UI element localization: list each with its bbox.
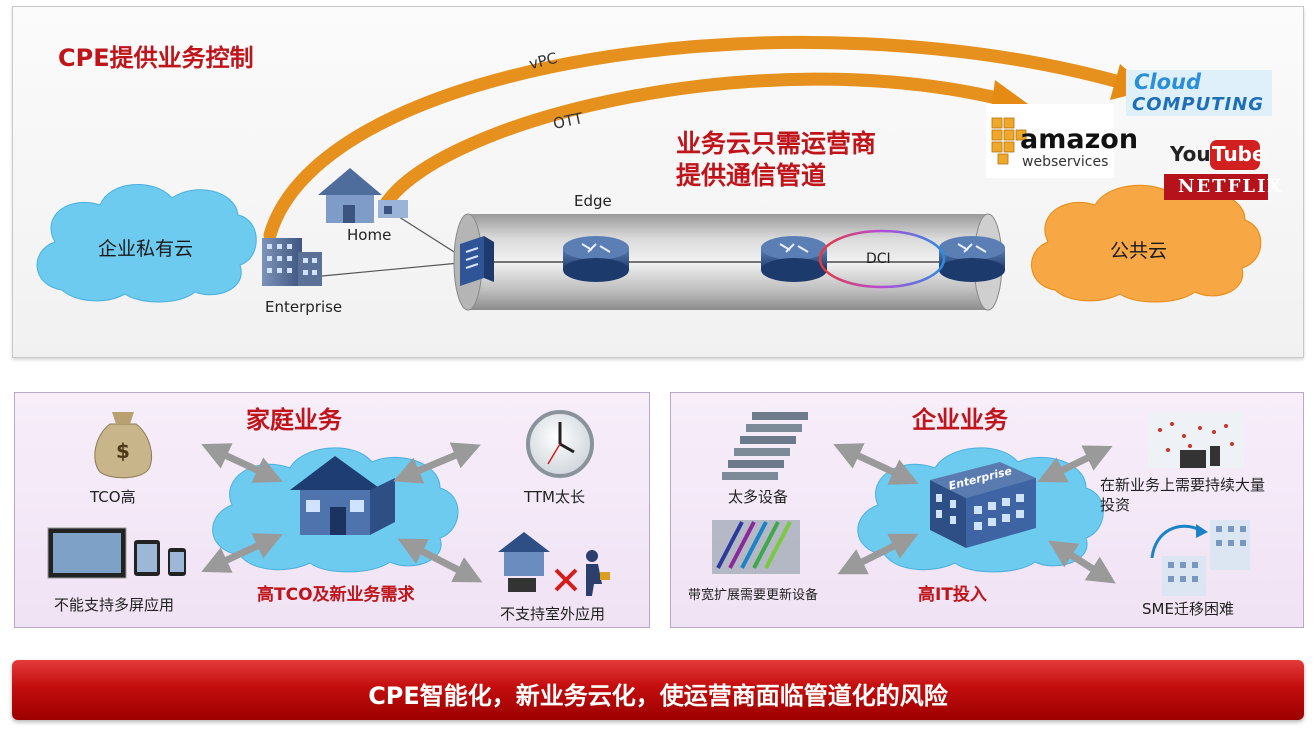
amazon-logo (986, 104, 1114, 178)
bandwidth-cables-icon (712, 520, 800, 574)
dci-label: DCI (866, 251, 891, 267)
youtube-logo-text-2: Tube (1212, 142, 1266, 166)
multi-screen-devices-icon (47, 527, 186, 579)
outdoor-scene-icon (498, 532, 610, 596)
private-cloud-label: 企业私有云 (98, 238, 194, 260)
home-arrows (201, 442, 483, 583)
private-cloud (36, 184, 257, 303)
stacked-devices-icon (722, 412, 808, 480)
bottom-banner (12, 660, 1304, 720)
router-icon-2 (761, 236, 827, 282)
outdoor-label: 不支持室外应用 (500, 605, 606, 623)
multiscreen-label: 不能支持多屏应用 (54, 596, 175, 614)
dci-ring (818, 229, 946, 289)
sme-label: SME迁移困难 (1142, 600, 1234, 618)
amazon-webservices-text: webservices (1022, 154, 1109, 170)
home-house-icon (290, 456, 395, 535)
edge-label: Edge (574, 192, 612, 210)
cloud-logo-text-2: COMPUTING (1132, 94, 1265, 115)
invest-label-line1: 在新业务上需要持续大量 (1100, 476, 1266, 494)
enterprise-panel-title: 企业业务 (912, 406, 1008, 434)
slogan-line-2: 提供通信管道 (676, 161, 827, 190)
amazon-logo-text: amazon (1020, 124, 1139, 155)
home-panel-title: 家庭业务 (246, 406, 342, 434)
cloud-computing-logo (1126, 70, 1272, 116)
top-title: CPE提供业务控制 (58, 44, 254, 72)
router-icon-1 (563, 236, 629, 282)
banner-text: CPE智能化，新业务云化，使运营商面临管道化的风险 (368, 682, 948, 710)
youtube-logo-text-1: You (1170, 142, 1211, 166)
ttm-label: TTM太长 (524, 488, 586, 506)
cloud-logo-text-1: Cloud (1134, 70, 1202, 94)
enterprise-arrows (833, 443, 1116, 584)
enterprise-hq-building-icon (930, 462, 1036, 548)
invest-label-line2: 投资 (1100, 496, 1131, 514)
network-pipe (453, 213, 1003, 311)
youtube-logo (1210, 140, 1260, 170)
too-many-devices-label: 太多设备 (728, 488, 789, 506)
tco-label: TCO高 (90, 488, 136, 506)
enterprise-center-label: 高IT投入 (918, 585, 987, 605)
world-map-icon (1148, 412, 1244, 468)
sme-migration-icon (1150, 520, 1250, 596)
edge-device-icon (460, 236, 494, 286)
public-cloud (1031, 184, 1262, 303)
router-icon-3 (939, 236, 1005, 282)
enterprise-building-icon (262, 238, 322, 286)
home-icon (318, 168, 408, 223)
home-label: Home (347, 226, 392, 244)
money-bag-icon: $ (94, 412, 152, 479)
ott-arc (378, 72, 1012, 212)
home-center-label: 高TCO及新业务需求 (257, 585, 415, 605)
public-cloud-label: 公共云 (1110, 240, 1168, 262)
netflix-logo-text: NETFLIX (1178, 176, 1284, 197)
slogan-line-1: 业务云只需运营商 (676, 129, 877, 158)
enterprise-label: Enterprise (265, 298, 343, 316)
vpc-arc (263, 35, 1137, 242)
bandwidth-label: 带宽扩展需要更新设备 (688, 588, 819, 603)
svg-text:$: $ (116, 439, 130, 463)
clock-icon (526, 410, 594, 478)
netflix-logo (1164, 174, 1268, 200)
